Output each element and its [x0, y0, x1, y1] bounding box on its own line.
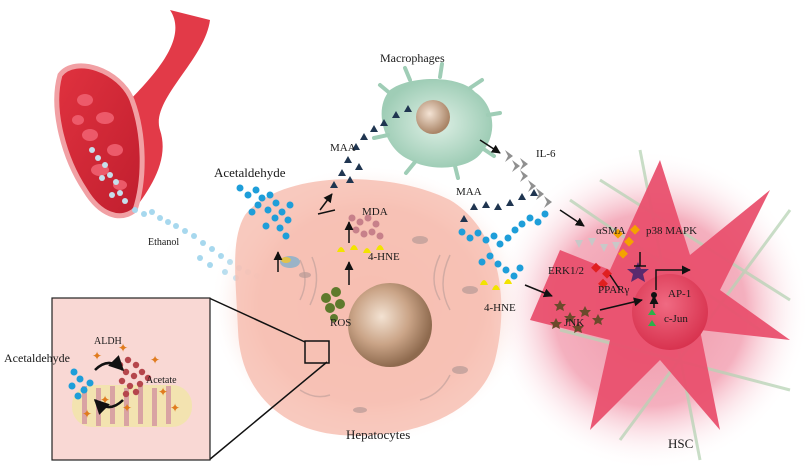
- svg-text:✦: ✦: [118, 341, 128, 355]
- macrophage-cell-icon: [372, 62, 502, 180]
- macrophages-label: Macrophages: [380, 51, 445, 65]
- cjun-label: c-Jun: [664, 313, 688, 325]
- stellate-cell-icon: [490, 149, 810, 468]
- svg-text:✦: ✦: [170, 401, 180, 415]
- jnk-label: JNK: [564, 317, 585, 329]
- erk-molecules: [591, 262, 612, 289]
- ppar-gamma-icon: [627, 262, 649, 282]
- hepatocytes-label: Hepatocytes: [346, 427, 411, 442]
- p38-mapk-label: p38 MAPK: [646, 225, 698, 237]
- inset-panel: ✦✦✦ ✦✦✦ ✦✦: [51, 297, 211, 461]
- aldh-label: ALDH: [94, 336, 122, 347]
- hne-label-center: 4-HNE: [368, 251, 400, 263]
- hne-label-right: 4-HNE: [484, 302, 516, 314]
- inset-acetaldehyde-label: Acetaldehyde: [4, 351, 70, 365]
- acetaldehyde-molecules: [236, 184, 294, 240]
- maa-label-top: MAA: [330, 142, 356, 154]
- maa-label-right: MAA: [456, 186, 482, 198]
- mda-adducts: [348, 214, 384, 240]
- acetaldehyde-molecules-right: [458, 210, 549, 280]
- erk-label: ERK1/2: [548, 265, 585, 277]
- hne-adducts: [337, 245, 512, 290]
- il6-molecules: [505, 150, 552, 208]
- zoom-box: [304, 340, 330, 364]
- jnk-molecules: [550, 300, 604, 333]
- acetaldehyde-label: Acetaldehyde: [214, 165, 286, 180]
- hsc-label: HSC: [668, 436, 694, 451]
- svg-text:✦: ✦: [92, 349, 102, 363]
- p38-mapk-molecules: [613, 224, 640, 259]
- ros-molecules: [321, 287, 345, 322]
- mitochondrion-icon: [72, 385, 192, 427]
- acetate-label: Acetate: [146, 375, 177, 386]
- pathway-arrows: [273, 139, 691, 311]
- ap1-label: AP-1: [668, 288, 692, 300]
- asma-molecules: [575, 238, 620, 252]
- ethanol-label: Ethanol: [148, 237, 180, 248]
- hepatocyte-cell-icon: [210, 165, 530, 445]
- mda-label: MDA: [362, 206, 388, 218]
- ros-label: ROS: [330, 317, 352, 329]
- svg-text:✦: ✦: [150, 353, 160, 367]
- svg-text:✦: ✦: [82, 407, 92, 421]
- svg-text:✦: ✦: [122, 401, 132, 415]
- il6-label: IL-6: [536, 148, 556, 160]
- ppar-gamma-label: PPARγ: [598, 284, 630, 296]
- blood-vessel-icon: [54, 10, 210, 219]
- inset-connectors: [208, 297, 328, 461]
- enzyme-protein-icon: [280, 256, 300, 268]
- maa-adducts: [330, 105, 538, 222]
- asma-label: αSMA: [596, 225, 626, 237]
- svg-text:✦: ✦: [158, 385, 168, 399]
